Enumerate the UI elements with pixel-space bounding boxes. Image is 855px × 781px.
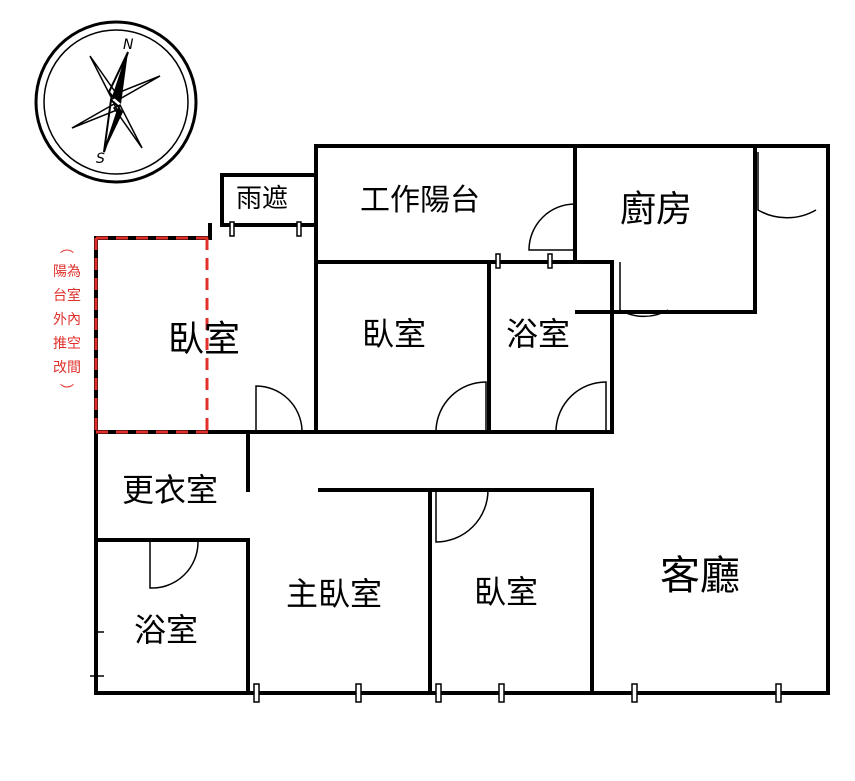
annotation-line: 陽為: [53, 264, 81, 280]
room-label-kitchen: 廚房: [620, 189, 693, 230]
room-label-bedroom-middle: 臥室: [362, 315, 427, 353]
annotation-line: 推空: [53, 336, 81, 352]
room-label-work-balcony: 工作陽台: [360, 183, 480, 218]
compass-north-label: N: [123, 37, 134, 53]
doors: [90, 152, 817, 677]
annotation-line: 台室: [53, 288, 81, 304]
annotation-note: ︵ 陽為 台室 外內 推空 改間 ︶: [40, 236, 94, 404]
room-label-rain-shelter: 雨遮: [236, 184, 289, 214]
room-label-bathroom-north: 浴室: [506, 315, 571, 353]
compass-icon: [34, 20, 198, 184]
room-label-bathroom-south: 浴室: [134, 611, 199, 649]
compass-south-label: S: [96, 151, 105, 167]
annotation-line: 外內: [53, 312, 81, 328]
room-label-bedroom-south: 臥室: [474, 573, 539, 611]
room-label-walk-in-closet: 更衣室: [122, 471, 219, 509]
room-label-living-room: 客廳: [660, 553, 740, 599]
annotation-line: ︶: [60, 384, 74, 400]
window-ticks: [229, 221, 782, 703]
room-label-bedroom-west: 臥室: [168, 319, 241, 360]
annotation-line: ︵: [60, 240, 74, 256]
room-label-master-bedroom: 主臥室: [286, 575, 383, 613]
annotation-boundary: [94, 236, 210, 434]
annotation-line: 改間: [53, 360, 81, 376]
